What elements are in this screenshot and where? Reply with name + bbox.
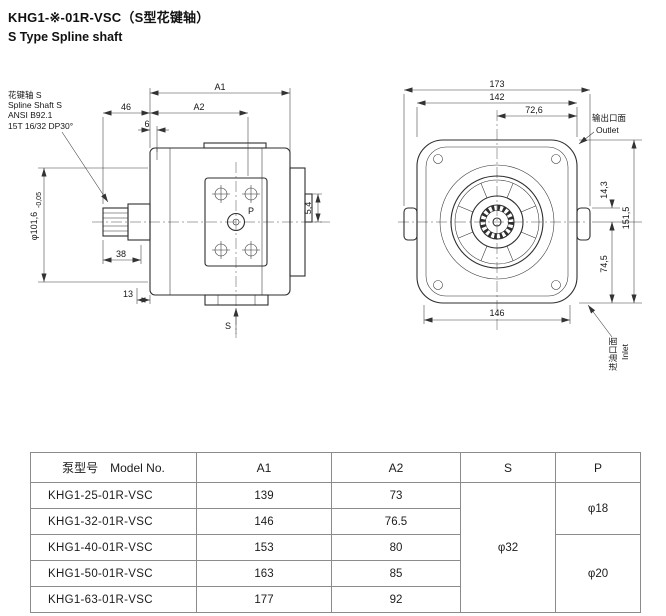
page-subtitle: S Type Spline shaft xyxy=(8,30,123,44)
a1-cell: 146 xyxy=(196,508,332,535)
page-title: KHG1-※-01R-VSC（S型花键轴） xyxy=(8,10,210,25)
col-header-a1: A1 xyxy=(196,452,332,483)
inlet-label-cn: 进油口面 xyxy=(608,337,618,372)
dim-6-label: 6 xyxy=(144,119,149,129)
port-s-label: S xyxy=(225,321,231,331)
spline-note: 花键轴 S Spline Shaft S ANSI B92.1 15T 16/3… xyxy=(8,90,109,203)
table-row: KHG1-50-01R-VSC 163 85 xyxy=(30,560,641,587)
port-p-label: P xyxy=(248,206,254,216)
a1-cell: 177 xyxy=(196,586,332,613)
col-header-p: P xyxy=(555,452,641,483)
page-header: KHG1-※-01R-VSC（S型花键轴） S Type Spline shaf… xyxy=(0,0,666,44)
dim-142-label: 142 xyxy=(489,92,504,102)
dim-diameter-tolerance: -0,05 xyxy=(36,192,43,208)
spline-note-std: ANSI B92.1 xyxy=(8,110,53,120)
model-cell: KHG1-63-01R-VSC xyxy=(30,586,197,613)
left-view: 花键轴 S Spline Shaft S ANSI B92.1 15T 16/3… xyxy=(8,82,330,338)
dim-14-3-label: 14,3 xyxy=(599,181,609,199)
left-view-outline xyxy=(92,142,330,338)
outlet-label-cn: 输出口面 xyxy=(592,113,627,123)
dim-5-4-label: 5,4 xyxy=(303,202,313,215)
spec-table: 泵型号 Model No. A1 A2 S P KHG1-25-01R-VSC … xyxy=(30,452,641,613)
table-row: KHG1-40-01R-VSC 153 80 φ20 xyxy=(30,534,641,613)
dim-72-6-label: 72,6 xyxy=(525,105,543,115)
dim-46-label: 46 xyxy=(121,102,131,112)
spline-note-cn: 花键轴 S xyxy=(8,90,42,100)
spline-note-spec: 15T 16/32 DP30° xyxy=(8,121,73,131)
a2-cell: 85 xyxy=(331,560,461,587)
a2-cell: 76.5 xyxy=(331,508,461,535)
model-cell: KHG1-50-01R-VSC xyxy=(30,560,197,587)
spline-note-en: Spline Shaft S xyxy=(8,100,62,110)
dim-151-5-label: 151,5 xyxy=(621,207,631,230)
right-view-dimensions: 173 142 72,6 146 14,3 74,5 151,5 输出口面 Ou… xyxy=(403,79,642,372)
dim-38-label: 38 xyxy=(116,249,126,259)
dim-a2-label: A2 xyxy=(193,102,204,112)
a2-cell: 73 xyxy=(331,482,461,509)
col-header-model: 泵型号 Model No. xyxy=(30,452,197,483)
dim-a1-label: A1 xyxy=(214,82,225,92)
bolt-hole-crosses xyxy=(212,185,260,259)
left-view-dimensions: A1 46 A2 6 φ101,6 -0,05 38 13 5,4 S P xyxy=(29,82,322,334)
p-value-bottom-cell: φ20 xyxy=(555,534,641,613)
model-cell: KHG1-32-01R-VSC xyxy=(30,508,197,535)
col-header-s: S xyxy=(460,452,556,483)
dim-13-label: 13 xyxy=(123,289,133,299)
right-view-outline xyxy=(398,110,591,330)
s-value-cell: φ32 xyxy=(460,482,556,613)
a2-cell: 80 xyxy=(331,534,461,561)
a1-cell: 163 xyxy=(196,560,332,587)
inlet-leader xyxy=(587,304,613,338)
technical-drawing: 花键轴 S Spline Shaft S ANSI B92.1 15T 16/3… xyxy=(8,79,642,371)
a2-cell: 92 xyxy=(331,586,461,613)
col-header-a2: A2 xyxy=(331,452,461,483)
right-view: 173 142 72,6 146 14,3 74,5 151,5 输出口面 Ou… xyxy=(398,79,642,371)
dim-diameter-label: φ101,6 xyxy=(29,212,39,240)
inlet-label-en: Inlet xyxy=(620,343,630,360)
outlet-label-en: Outlet xyxy=(596,125,619,135)
dim-74-5-label: 74,5 xyxy=(599,255,609,273)
model-cell: KHG1-25-01R-VSC xyxy=(30,482,197,509)
a1-cell: 153 xyxy=(196,534,332,561)
spline-note-leader xyxy=(61,131,109,203)
table-row: KHG1-63-01R-VSC 177 92 xyxy=(30,586,641,613)
dim-173-label: 173 xyxy=(489,79,504,89)
outlet-leader xyxy=(578,131,595,145)
spline-teeth xyxy=(479,205,514,240)
model-cell: KHG1-40-01R-VSC xyxy=(30,534,197,561)
a1-cell: 139 xyxy=(196,482,332,509)
hub-spokes xyxy=(458,183,536,261)
table-row: KHG1-25-01R-VSC 139 73 φ32 φ18 xyxy=(30,482,641,613)
p-value-top-cell: φ18 xyxy=(555,482,641,535)
table-header-row: 泵型号 Model No. A1 A2 S P xyxy=(30,452,641,483)
dim-146-label: 146 xyxy=(489,308,504,318)
